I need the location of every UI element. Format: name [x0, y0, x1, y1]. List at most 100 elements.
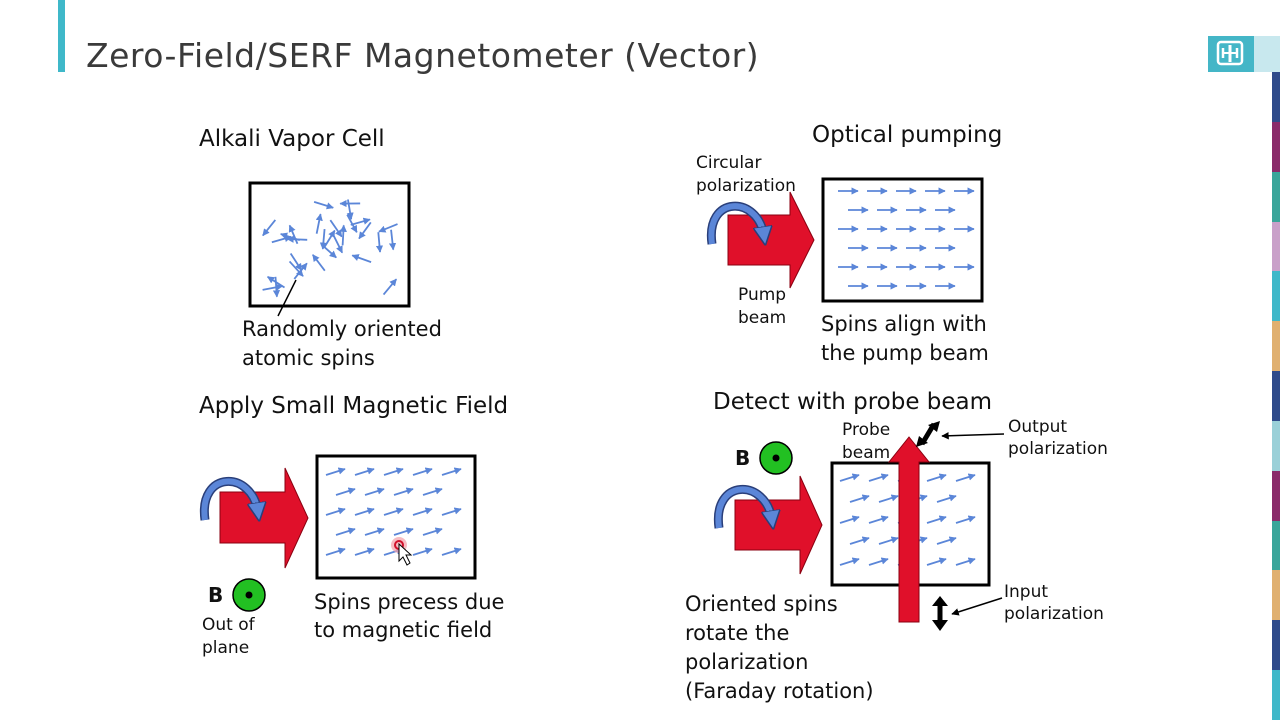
color-stripe — [1272, 221, 1280, 272]
spin-arrow — [289, 252, 303, 271]
input-polarization-pointer — [951, 597, 1003, 616]
spin-arrow — [383, 507, 404, 516]
color-stripe — [1272, 271, 1280, 322]
spin-arrow — [354, 507, 375, 516]
magnetic-field-heading: Apply Small Magnetic Field — [199, 393, 509, 419]
spin-arrow — [319, 229, 327, 250]
output-polarization-label-line2: polarization — [1008, 439, 1108, 459]
spin-arrow — [288, 260, 304, 277]
spin-arrow — [272, 276, 281, 298]
probe-beam-arrow — [887, 436, 931, 623]
spin-arrow — [325, 547, 346, 556]
out-of-plane-label-line2: plane — [202, 638, 250, 658]
out-of-plane-label-line1: Out of — [202, 615, 255, 635]
spin-arrow — [288, 224, 299, 245]
spin-arrow — [412, 507, 433, 516]
spin-arrow — [955, 515, 976, 524]
probe-beam-label-line2: beam — [842, 443, 891, 463]
spin-arrow — [441, 467, 462, 476]
spin-arrow — [383, 467, 404, 476]
spin-arrow — [422, 527, 443, 536]
spin-arrow — [849, 536, 870, 545]
optical-pumping-heading: Optical pumping — [812, 122, 1003, 148]
circular-polarization-arrow-probe — [715, 486, 772, 528]
spin-arrow — [868, 515, 889, 524]
probe-caption-line2: rotate the — [685, 621, 790, 645]
input-polarization-label-line2: polarization — [1004, 604, 1104, 624]
spin-arrow — [346, 199, 354, 220]
spin-arrow — [926, 473, 947, 482]
vapor-cell-caption-line1: Randomly oriented — [242, 317, 442, 341]
vapor-cell-heading: Alkali Vapor Cell — [199, 126, 385, 152]
magnetic-field-caption-line2: to magnetic field — [314, 618, 493, 642]
spin-arrow — [293, 262, 308, 280]
spin-arrow — [388, 229, 397, 251]
random-spins-pointer — [277, 279, 297, 317]
spin-arrow — [849, 494, 870, 503]
sandia-thunderbird-icon — [1216, 40, 1244, 66]
spin-arrow — [839, 473, 860, 482]
spin-arrow — [358, 221, 372, 240]
spin-arrow — [329, 219, 343, 238]
spin-arrow — [393, 487, 414, 496]
spin-arrow — [868, 473, 889, 482]
spin-arrow — [441, 547, 462, 556]
spin-arrow — [878, 494, 899, 503]
spin-arrow — [313, 201, 334, 210]
spin-arrow — [936, 494, 957, 503]
spin-arrow — [868, 557, 889, 566]
spin-arrow — [339, 224, 347, 246]
probe-caption-line1: Oriented spins — [685, 592, 838, 616]
b-field-label-probe: B — [735, 446, 751, 470]
pump-beam-label-line2: beam — [738, 308, 787, 328]
spin-arrow — [926, 557, 947, 566]
color-stripe — [1272, 670, 1280, 720]
precessing-cell-box — [315, 454, 477, 580]
color-stripe — [1272, 570, 1280, 621]
input-polarization-label-line1: Input — [1004, 582, 1049, 602]
spin-arrow — [839, 557, 860, 566]
spin-arrow — [422, 487, 443, 496]
spin-arrow — [378, 223, 398, 233]
spin-arrow — [878, 536, 899, 545]
output-polarization-pointer — [941, 432, 1005, 440]
circular-polarization-label-line2: polarization — [696, 176, 796, 196]
spin-arrow — [441, 507, 462, 516]
spin-arrow — [354, 467, 375, 476]
random-spins-group — [262, 199, 398, 298]
color-stripe — [1272, 321, 1280, 372]
spin-arrow — [364, 527, 385, 536]
color-stripe — [1272, 171, 1280, 222]
decorative-color-stripes — [1272, 72, 1280, 720]
color-stripe — [1272, 620, 1280, 671]
spin-arrow — [393, 527, 414, 536]
probe-caption-line3: polarization — [685, 650, 809, 674]
spin-arrow — [354, 547, 375, 556]
optical-pumping-caption-line1: Spins align with — [821, 312, 987, 336]
aligned-spins-group — [838, 187, 975, 290]
spin-arrow — [335, 487, 356, 496]
spin-arrow — [375, 232, 384, 253]
slide-title: Zero-Field/SERF Magnetometer (Vector) — [86, 36, 760, 75]
spin-arrow — [325, 507, 346, 516]
pump-beam-label-line1: Pump — [738, 285, 787, 305]
magnetic-field-caption-line1: Spins precess due — [314, 590, 505, 614]
probe-beam-label-line1: Probe — [842, 420, 891, 440]
spin-arrow — [280, 232, 300, 242]
spin-arrow — [936, 536, 957, 545]
spin-arrow — [262, 219, 277, 237]
color-stripe — [1272, 470, 1280, 521]
title-accent-bar — [58, 0, 65, 72]
spin-arrow — [335, 527, 356, 536]
color-stripe — [1272, 121, 1280, 172]
optical-pumping-caption-line2: the pump beam — [821, 341, 989, 365]
spin-arrow — [325, 467, 346, 476]
probe-heading: Detect with probe beam — [713, 389, 993, 415]
b-field-label: B — [208, 583, 224, 607]
logo-tail — [1254, 36, 1280, 72]
spin-arrow — [315, 213, 323, 234]
circular-polarization-arrow — [708, 203, 764, 244]
spin-arrow — [839, 515, 860, 524]
spin-arrow — [351, 254, 372, 263]
